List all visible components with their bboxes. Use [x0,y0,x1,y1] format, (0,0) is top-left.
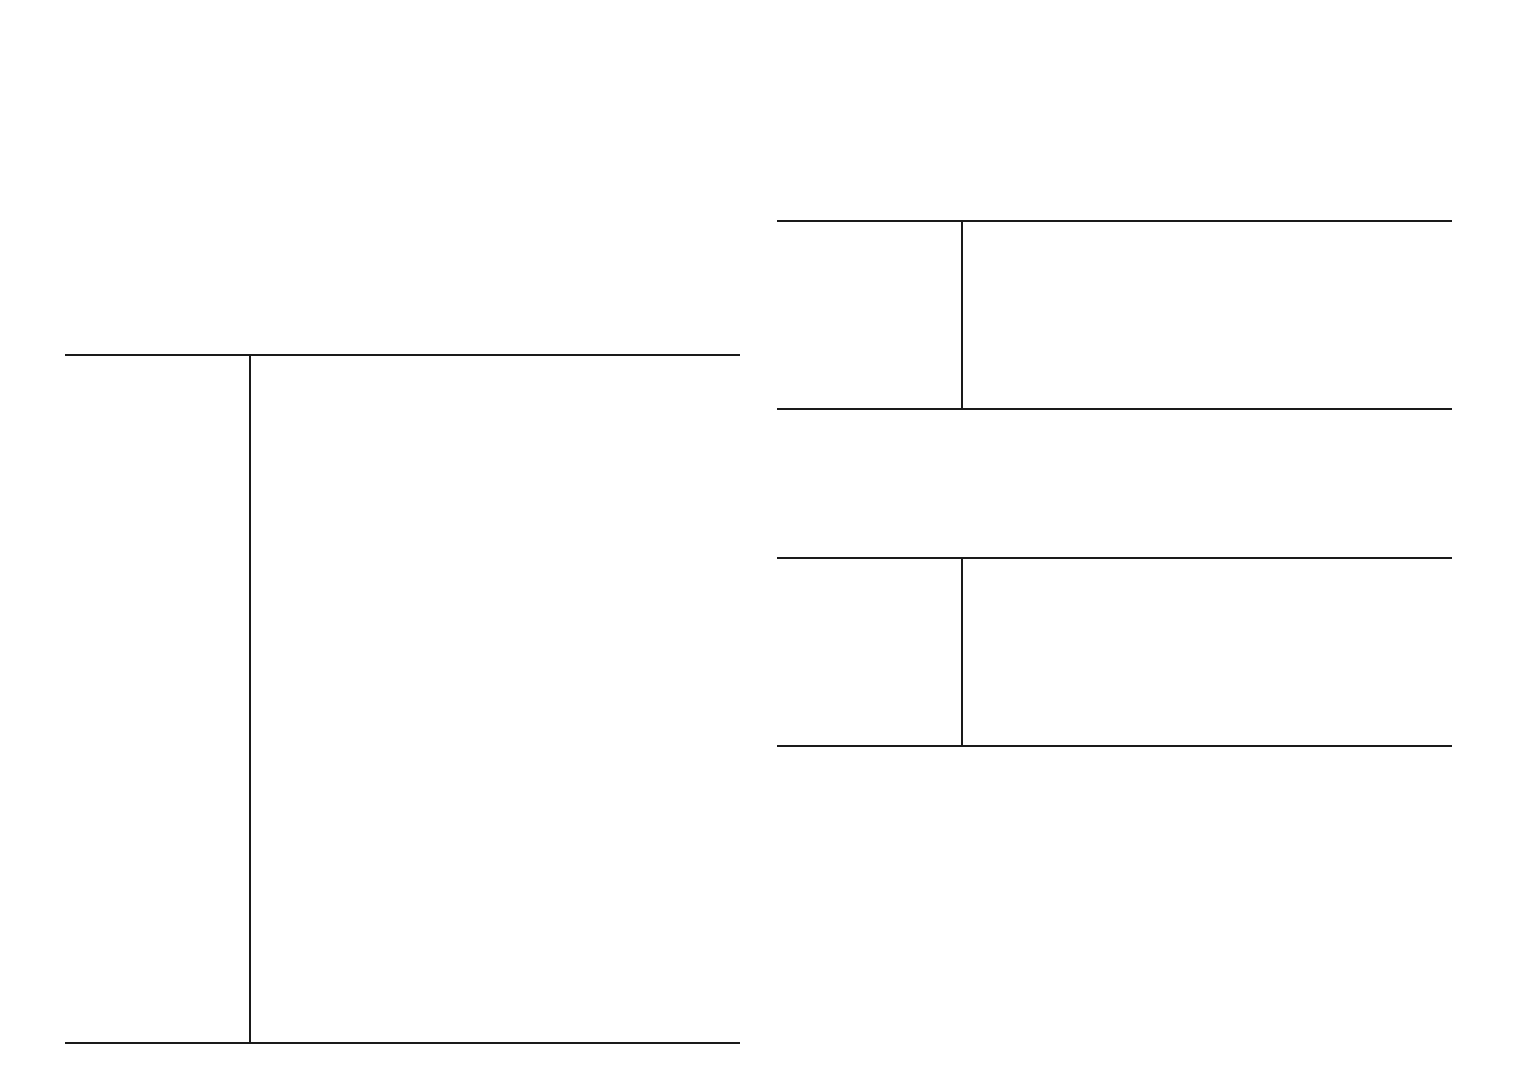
block-right-top-label-column [777,222,963,408]
block-right-top-content-column [963,222,1452,408]
ruled-block-left [65,354,740,1044]
block-left-label-column [65,356,251,1042]
block-right-bottom-content-column [963,559,1452,745]
ruled-block-right-top [777,220,1452,410]
block-right-bottom-label-column [777,559,963,745]
ruled-block-right-bottom [777,557,1452,747]
block-left-content-column [251,356,740,1042]
